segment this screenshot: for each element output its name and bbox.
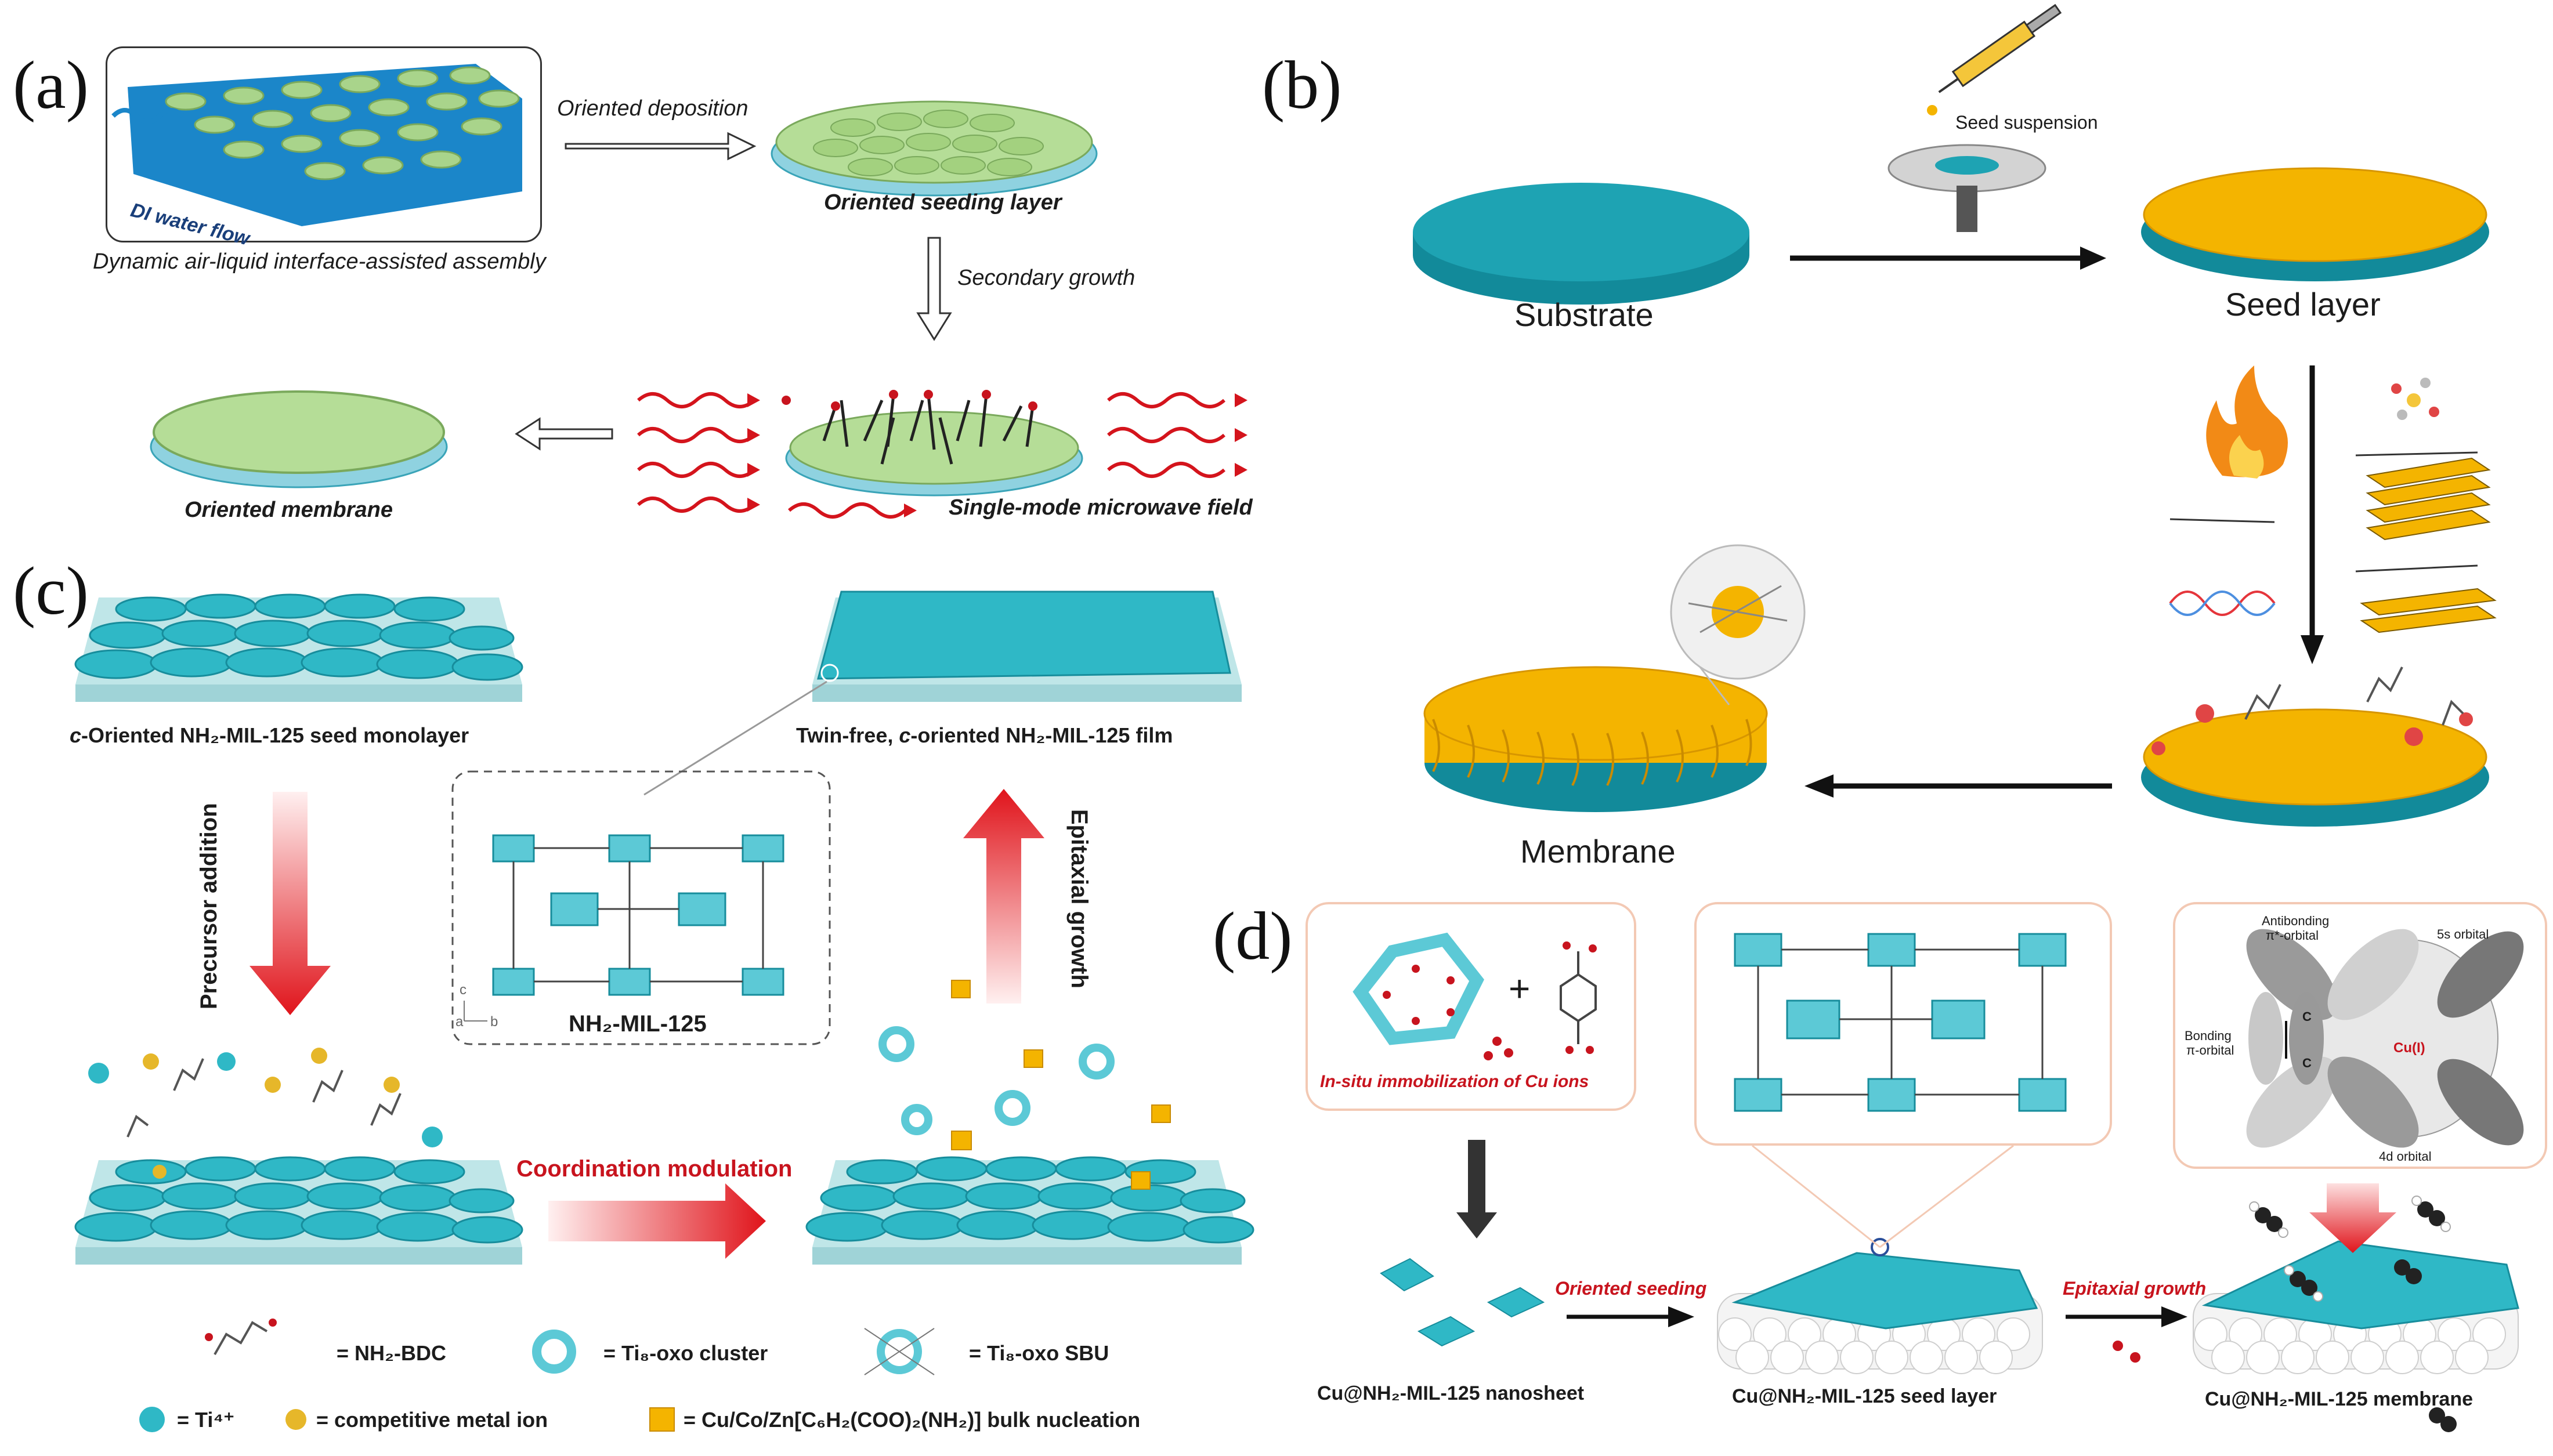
epitaxial-arrow	[963, 789, 1044, 1004]
oriented-seeding-label: Oriented seeding layer	[824, 190, 1062, 215]
seed-layer-stack	[1717, 1144, 2043, 1374]
arrow-insitu-down	[1456, 1140, 1497, 1238]
mof-hexagon	[1353, 932, 1513, 1060]
membrane-disc	[1423, 666, 1768, 761]
legend-ti4: = Ti⁴⁺	[177, 1408, 235, 1432]
microwave-waves	[637, 392, 1225, 519]
legend-competitive: = competitive metal ion	[316, 1408, 548, 1432]
4d-orbital-label: 4d orbital	[2379, 1149, 2432, 1164]
5s-orbital-label: 5s orbital	[2437, 927, 2489, 941]
orbital-diagram	[2246, 929, 2524, 1148]
axis-c-label: c	[460, 982, 467, 998]
panel-letter-d: (d)	[1213, 898, 1293, 974]
carbon-top-label: C	[2302, 1009, 2312, 1024]
seed-structure-box	[1694, 902, 2112, 1146]
mil125-structure	[492, 834, 784, 996]
cu-label: Cu(I)	[2393, 1040, 2425, 1056]
growth-disc	[2143, 708, 2487, 806]
crystal-stack-icon	[2360, 457, 2497, 633]
film-label: Twin-free, c-oriented NH₂-MIL-125 film	[796, 723, 1173, 747]
ti8-cluster-icon	[532, 1330, 576, 1374]
wave-icon	[2169, 591, 2276, 616]
syringe-icon	[1938, 3, 2062, 93]
membrane-label-d: Cu@NH₂-MIL-125 membrane	[2205, 1388, 2474, 1410]
competitive-ion-icon	[285, 1409, 306, 1430]
antibonding-label-2: π*-orbital	[2266, 928, 2319, 943]
epitaxial-label-d: Epitaxial growth	[2063, 1278, 2207, 1299]
structure-box	[451, 770, 831, 1045]
arrow-spin-coat	[2080, 247, 2106, 270]
flow-wave	[111, 108, 185, 124]
ligand-sticks	[822, 394, 1035, 465]
arrow-epitaxial-d	[2161, 1306, 2187, 1327]
oriented-membrane-label: Oriented membrane	[185, 498, 393, 522]
membrane-label-b: Membrane	[1520, 833, 1676, 870]
ti8-sbu-icon	[864, 1328, 935, 1375]
axis-a-label: a	[455, 1014, 464, 1030]
coordination-label: Coordination modulation	[516, 1156, 793, 1182]
antibonding-label-1: Antibonding	[2262, 914, 2330, 928]
bonding-label-1: Bonding	[2185, 1028, 2232, 1043]
coordination-arrow	[548, 1183, 766, 1259]
legend-nh2bdc: = NH₂-BDC	[337, 1341, 446, 1365]
seed-discs	[74, 593, 523, 681]
arrow-growth-down	[2301, 635, 2324, 664]
ethylene-arrow	[2309, 1183, 2396, 1253]
nanosheets	[1380, 1258, 1545, 1347]
panel-letter-b: (b)	[1262, 47, 1342, 123]
carbon-bottom-label: C	[2302, 1056, 2312, 1070]
oriented-deposition-label: Oriented deposition	[557, 96, 748, 121]
orbital-box	[2173, 902, 2547, 1169]
secondary-growth-label: Secondary growth	[957, 266, 1136, 290]
axis-b-label: b	[490, 1014, 498, 1030]
assembly-caption: Dynamic air-liquid interface-assisted as…	[93, 249, 546, 274]
membrane-layer	[153, 390, 445, 474]
insitu-label: In-situ immobilization of Cu ions	[1320, 1072, 1589, 1091]
nanosheet-label: Cu@NH₂-MIL-125 nanosheet	[1317, 1382, 1585, 1404]
arrow-to-membrane	[515, 417, 613, 451]
assembly-box	[106, 46, 542, 242]
linker-icon	[1560, 951, 1597, 1044]
arrow-oriented-deposition	[565, 132, 757, 161]
precursor-arrow	[249, 792, 331, 1015]
panel-letter-a: (a)	[13, 47, 89, 123]
substrate-label: Substrate	[1514, 296, 1654, 333]
seed-layer-label: Seed layer	[2225, 286, 2381, 323]
microwave-label: Single-mode microwave field	[949, 495, 1253, 520]
seed-suspension-label: Seed suspension	[1955, 112, 2098, 133]
arrow-oriented-seeding	[1668, 1306, 1694, 1327]
panel-letter-c: (c)	[13, 553, 89, 629]
legend-bulk: = Cu/Co/Zn[C₆H₂(COO)₂(NH₂)] bulk nucleat…	[684, 1408, 1141, 1432]
legend-ti8-sbu: = Ti₈-oxo SBU	[969, 1341, 1109, 1365]
substrate-top	[1413, 183, 1749, 281]
seed-monolayer-label: c-Oriented NH₂-MIL-125 seed monolayer	[70, 723, 469, 747]
seed-layer-label-d: Cu@NH₂-MIL-125 seed layer	[1732, 1385, 1997, 1407]
flame-icon	[2206, 365, 2288, 477]
insitu-box	[1306, 902, 1636, 1111]
bonding-label-2: π-orbital	[2186, 1043, 2234, 1057]
bulk-nucleation-icon	[649, 1407, 675, 1432]
arrow-to-membrane-b	[1805, 774, 1834, 798]
film-layer	[817, 591, 1231, 680]
water-sheet	[128, 64, 522, 226]
ti4-icon	[139, 1407, 165, 1432]
plus-sign: +	[1509, 968, 1531, 1009]
seed-layer-disc	[2143, 167, 2487, 262]
oriented-seeding-label-d: Oriented seeding	[1555, 1278, 1707, 1299]
ethylene-molecules	[2249, 1196, 2457, 1432]
legend-ti8-cluster: = Ti₈-oxo cluster	[603, 1341, 768, 1365]
nh2bdc-icon	[214, 1321, 268, 1355]
floating-discs	[165, 66, 520, 180]
membrane-stack-d	[2193, 1183, 2519, 1432]
structure-label: NH₂-MIL-125	[569, 1011, 707, 1037]
arrow-secondary-growth	[916, 237, 952, 341]
molecule-icon	[2391, 378, 2439, 420]
